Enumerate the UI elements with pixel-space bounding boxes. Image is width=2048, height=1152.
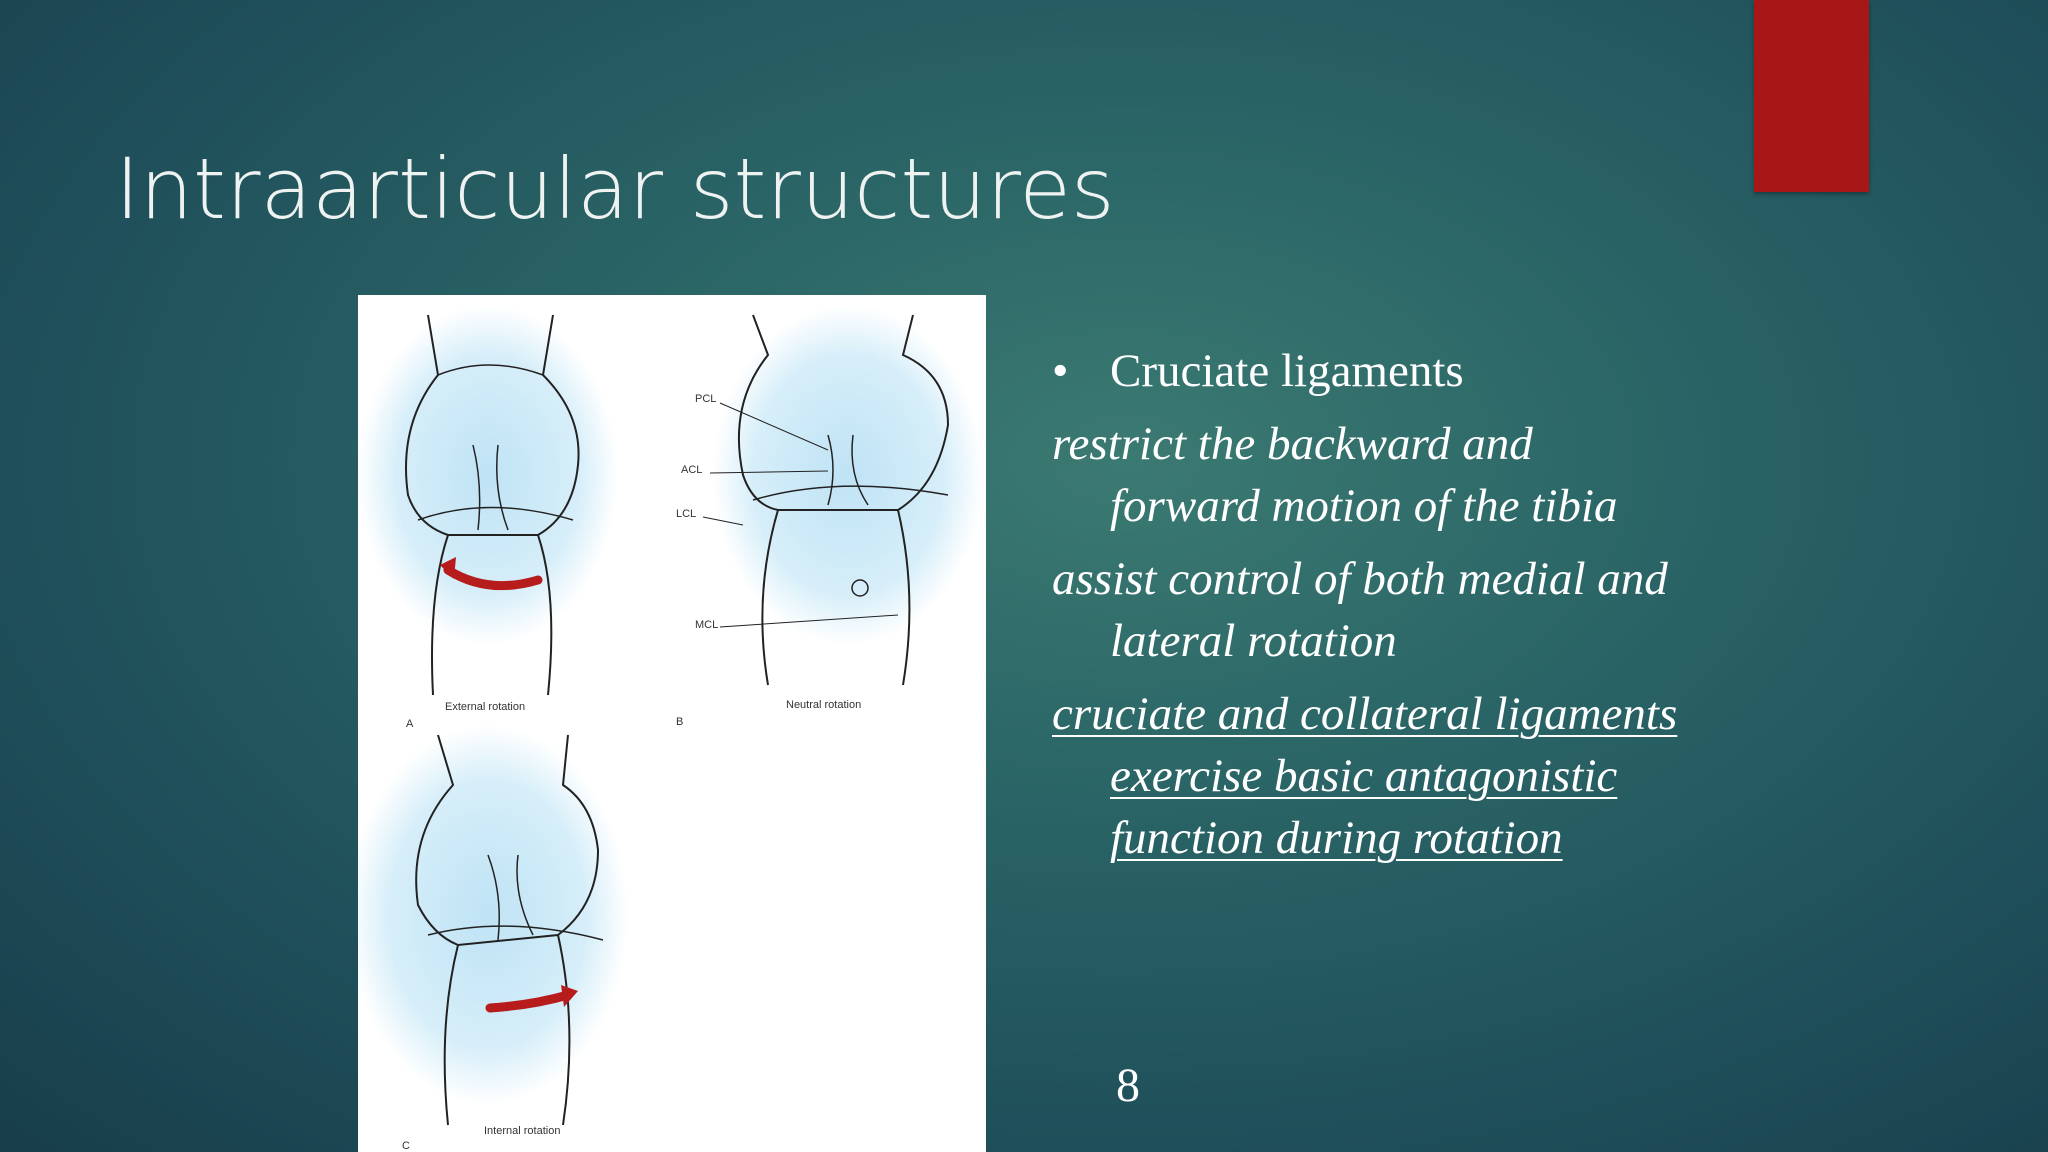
accent-bar bbox=[1754, 0, 1869, 192]
knee-illustration: A External rotation PCL ACL LCL MCL B Ne… bbox=[358, 295, 986, 1152]
bullet-item: • Cruciate ligaments bbox=[1052, 340, 1692, 402]
paragraph-1: restrict the backward and forward motion… bbox=[1052, 418, 1618, 532]
knee-panel-c bbox=[358, 725, 628, 1126]
label-lcl: LCL bbox=[676, 508, 696, 520]
page-number: 8 bbox=[1116, 1059, 1140, 1112]
label-acl: ACL bbox=[681, 464, 702, 476]
paragraph-3-text: cruciate and collateral ligaments exerci… bbox=[1052, 688, 1678, 864]
panel-b-caption: Neutral rotation bbox=[786, 699, 861, 711]
slide-body: • Cruciate ligaments restrict the backwa… bbox=[1052, 340, 1692, 869]
panel-b-letter: B bbox=[676, 716, 683, 728]
slide-title: Intraarticular structures bbox=[115, 140, 1115, 238]
panel-c-letter: C bbox=[402, 1140, 410, 1152]
bullet-text: Cruciate ligaments bbox=[1110, 345, 1464, 397]
knee-panel-b bbox=[702, 305, 983, 686]
bullet-dot-icon: • bbox=[1052, 345, 1069, 397]
panel-a-caption: External rotation bbox=[445, 701, 525, 713]
label-mcl: MCL bbox=[695, 619, 718, 631]
knee-panel-a bbox=[358, 305, 618, 696]
label-pcl: PCL bbox=[695, 393, 716, 405]
panel-c-caption: Internal rotation bbox=[484, 1125, 560, 1137]
panel-a-letter: A bbox=[406, 718, 414, 730]
paragraph-2: assist control of both medial and latera… bbox=[1052, 553, 1668, 667]
paragraph-3: cruciate and collateral ligaments exerci… bbox=[1052, 683, 1692, 869]
